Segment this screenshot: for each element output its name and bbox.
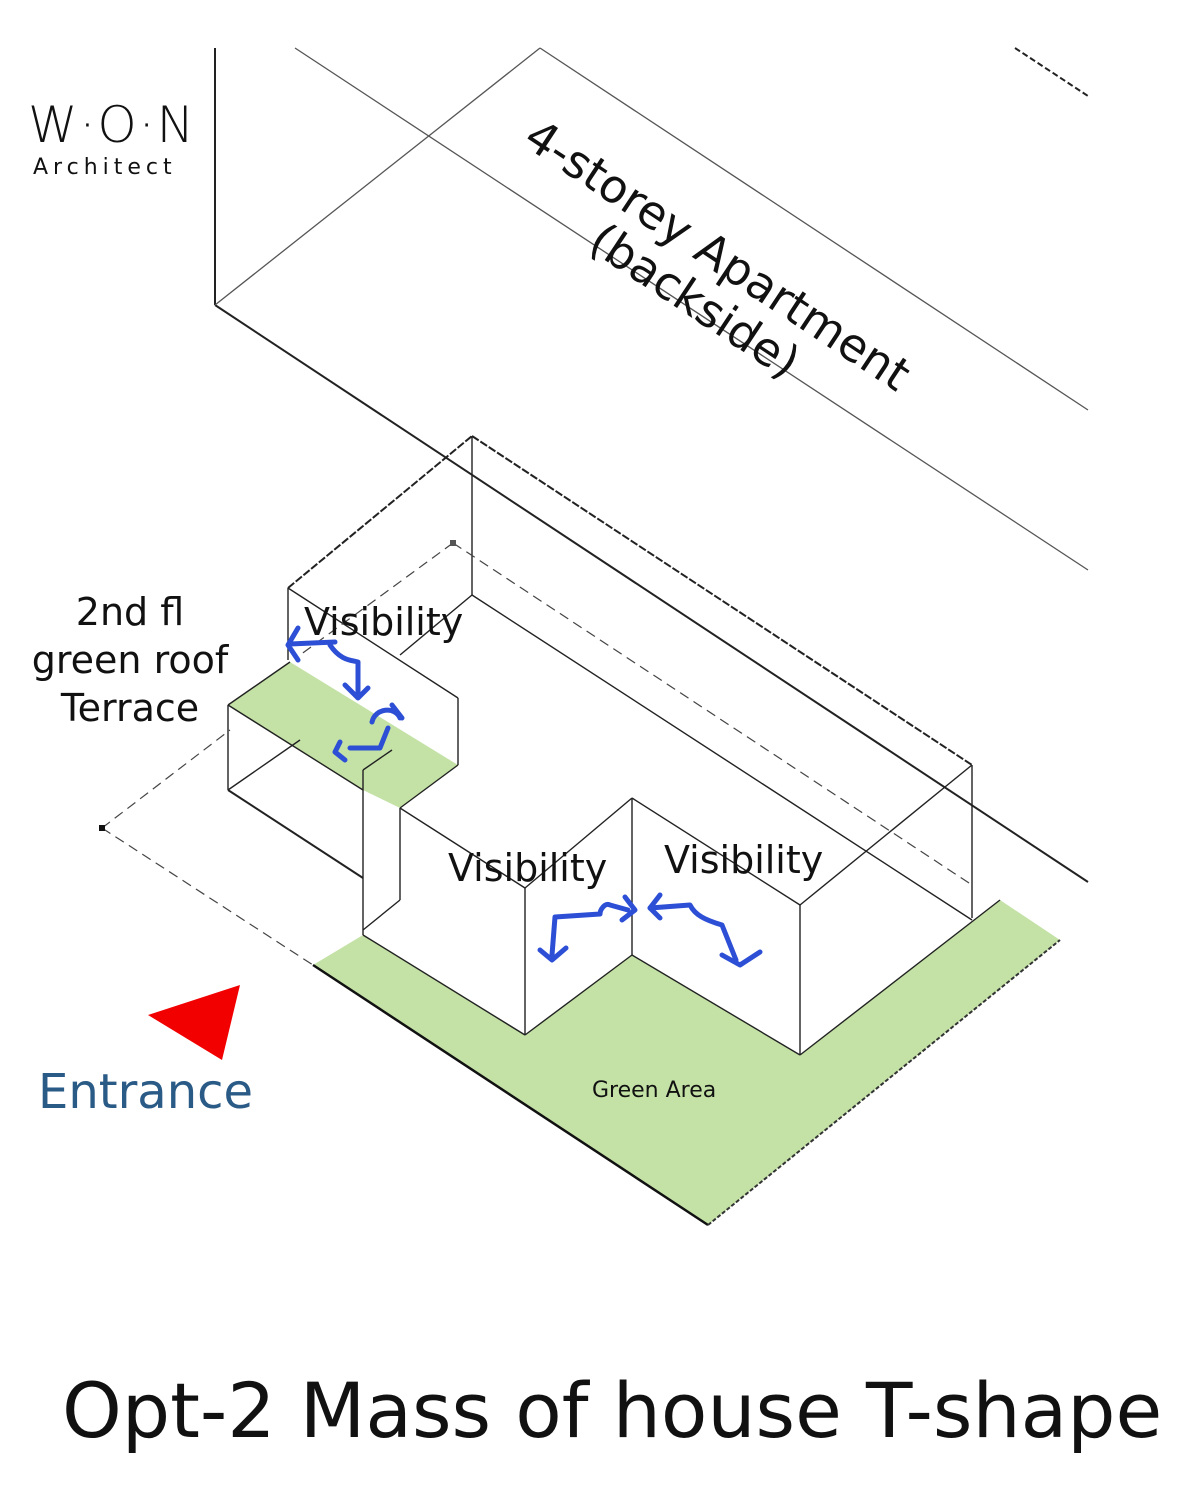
green-area-front-edge [312, 963, 709, 1227]
arrow-icon [369, 702, 405, 725]
arrow-icon [327, 642, 371, 701]
logo-subtitle: Architect [33, 155, 177, 180]
arrow-icon [647, 892, 663, 921]
arrow-icon [285, 625, 338, 663]
site-corner-marker [450, 540, 456, 546]
arrow-icon [647, 902, 763, 968]
visibility-arrows [285, 625, 763, 968]
visibility-label: Visibility [448, 846, 608, 890]
entrance-arrow-icon [148, 985, 240, 1060]
apartment-outline [214, 47, 1089, 883]
arrow-icon [332, 725, 391, 763]
terrace-label-line: green roof [31, 638, 229, 682]
logo-wordmark: W·O·N [28, 96, 196, 154]
green-area-label: Green Area [592, 1078, 717, 1103]
house-mass-outline [227, 435, 1001, 1056]
hidden-lines [101, 542, 973, 966]
green-area [313, 900, 1060, 1225]
terrace-label-line: 2nd fl [75, 590, 185, 634]
terrace-label-line: Terrace [60, 686, 200, 730]
site-corner-marker [99, 825, 105, 831]
entrance-label: Entrance [38, 1064, 254, 1120]
visibility-label: Visibility [304, 600, 464, 644]
arrow-icon [619, 894, 638, 923]
terrace-green-roof [228, 662, 458, 808]
visibility-label: Visibility [664, 838, 824, 882]
terrace-label: 2nd fl green roof Terrace [20, 588, 240, 732]
green-area-right-edge [707, 939, 1061, 1226]
diagram-title: Opt-2 Mass of house T-shape [62, 1366, 1163, 1455]
arrow-icon [537, 901, 631, 963]
